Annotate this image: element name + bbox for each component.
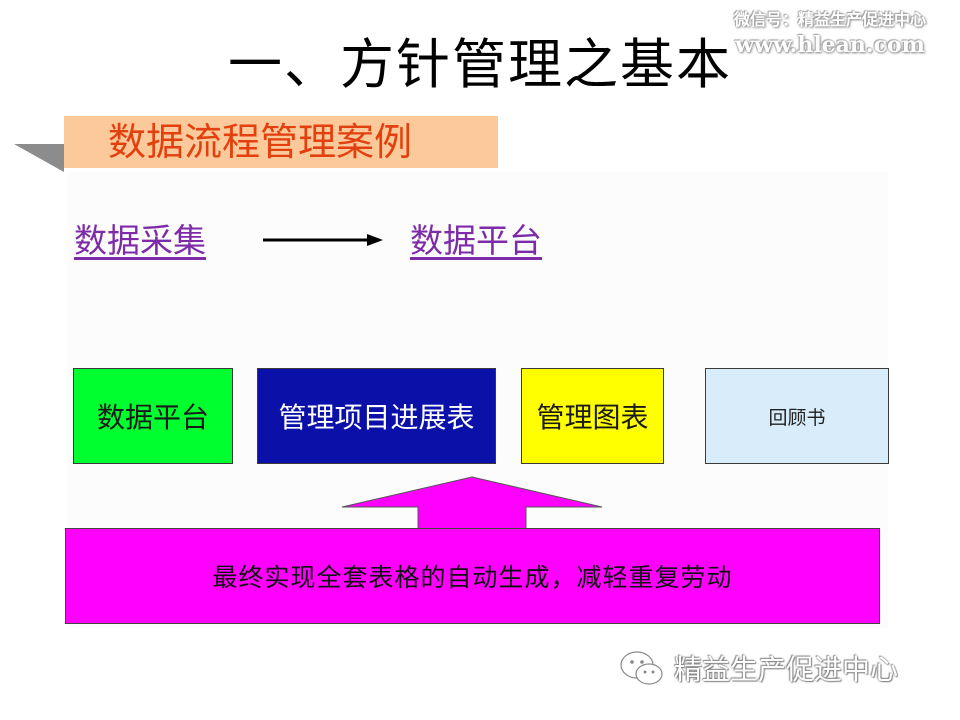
watermark-bottom: 精益生产促进中心 [618, 646, 898, 690]
box-management-chart: 管理图表 [521, 368, 664, 464]
watermark-top: 微信号：精益生产促进中心 www.hlean.com [710, 6, 950, 58]
box-review-book: 回顾书 [705, 368, 889, 464]
watermark-wechat-id: 微信号：精益生产促进中心 [733, 10, 926, 29]
slide-title: 一、方针管理之基本 [228, 33, 732, 96]
corner-arrow-icon [14, 144, 64, 172]
subtitle-box: 数据流程管理案例 [64, 116, 498, 168]
box-project-progress: 管理项目进展表 [257, 368, 496, 464]
data-collection-link[interactable]: 数据采集 [74, 221, 206, 260]
watermark-bottom-text: 精益生产促进中心 [674, 653, 899, 686]
box-data-platform: 数据平台 [73, 368, 233, 464]
data-platform-link[interactable]: 数据平台 [410, 221, 542, 260]
conclusion-text: 最终实现全套表格的自动生成，减轻重复劳动 [212, 563, 733, 592]
watermark-website: www.hlean.com [735, 32, 925, 58]
right-arrow-icon [263, 234, 383, 246]
conclusion-banner: 最终实现全套表格的自动生成，减轻重复劳动 [65, 528, 880, 624]
wechat-logo-icon [620, 651, 663, 685]
